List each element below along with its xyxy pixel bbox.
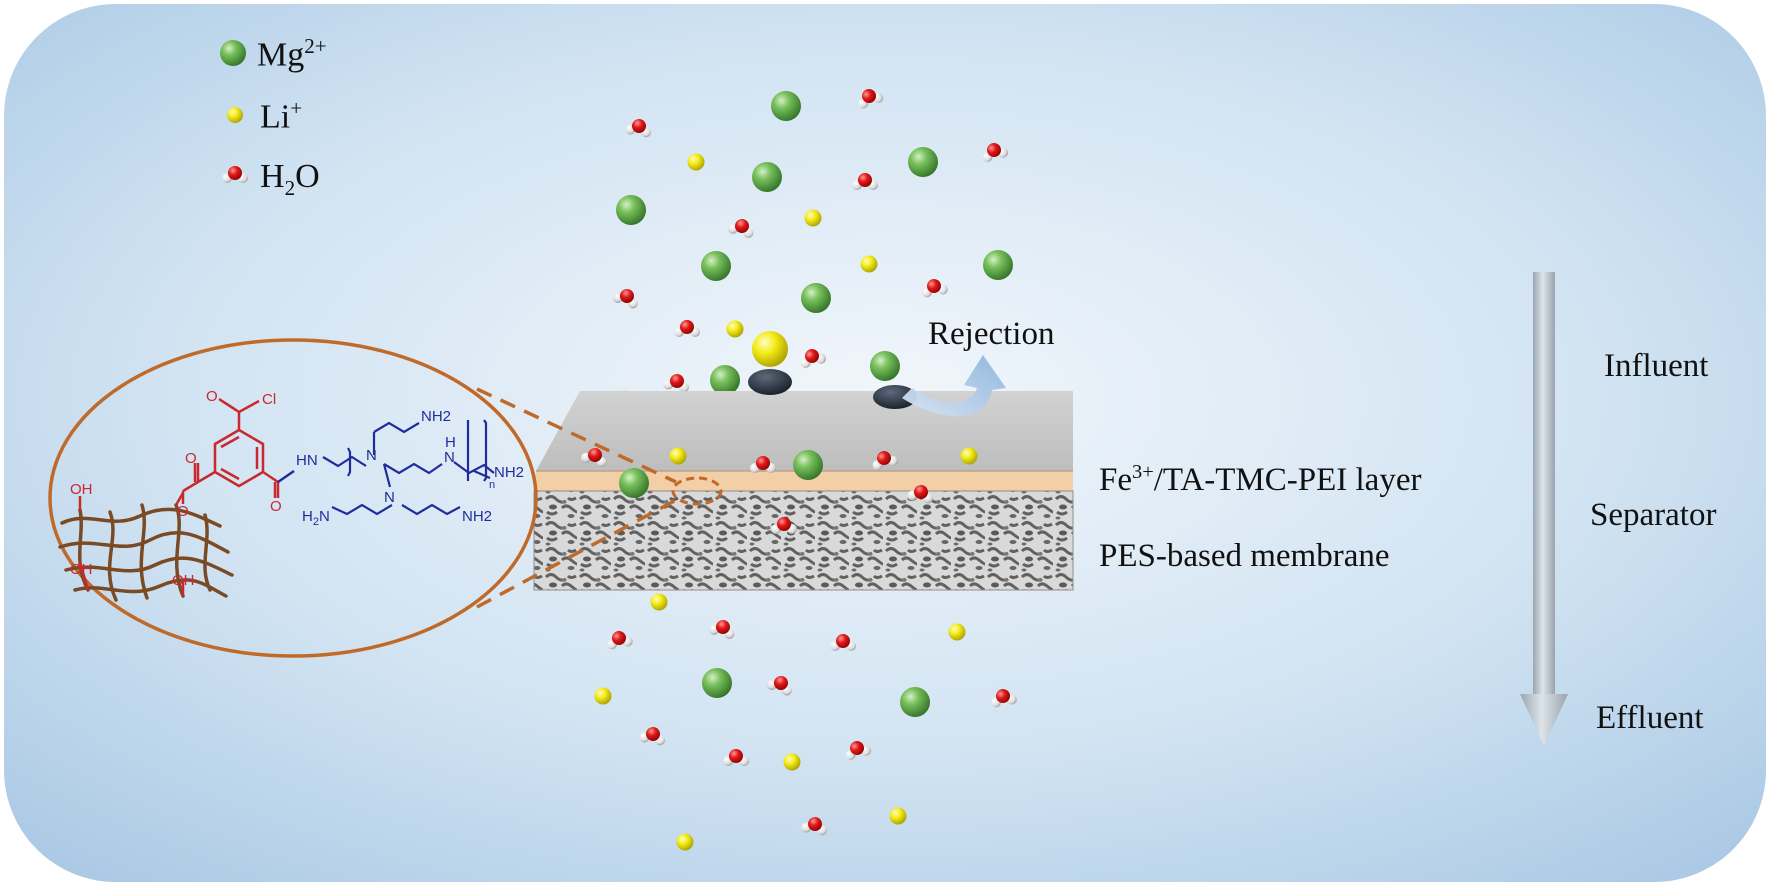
mg-ion	[702, 668, 732, 698]
legend-li-icon	[227, 107, 243, 123]
composite-membrane	[533, 391, 1074, 591]
water-molecule	[872, 451, 899, 470]
water-molecule	[766, 676, 792, 696]
tmc-structure	[181, 397, 280, 504]
label-n-2: N	[384, 489, 395, 506]
pei-structure	[322, 419, 495, 516]
li-ion	[948, 623, 966, 641]
label-hn: HN	[296, 452, 318, 469]
water-molecule	[663, 374, 690, 393]
li-ion	[804, 209, 822, 227]
li-ion	[783, 753, 801, 771]
water-molecule	[830, 634, 856, 651]
water-molecule	[852, 173, 878, 190]
separator-label: Separator	[1590, 497, 1717, 533]
tannic-acid-network	[58, 503, 234, 602]
legend-icons	[220, 40, 248, 183]
label-repeat-n: n	[489, 479, 495, 491]
label-h2n: H2N	[302, 508, 330, 528]
water-molecule	[750, 456, 776, 473]
water-molecule	[723, 749, 749, 766]
ions-permeate-side	[580, 447, 1017, 851]
effluent-label: Effluent	[1596, 700, 1704, 736]
li-ion	[889, 807, 907, 825]
legend-li-label: Li+	[260, 96, 303, 136]
water-molecule	[625, 119, 652, 138]
mg-ion	[801, 283, 831, 313]
water-molecule	[907, 485, 934, 504]
water-molecule	[727, 219, 754, 238]
water-molecule	[639, 727, 666, 746]
label-o-2: O	[185, 450, 197, 467]
magnified-structure-callout	[48, 338, 723, 658]
water-molecule	[708, 620, 735, 639]
mg-ion	[908, 147, 938, 177]
label-cl: Cl	[262, 391, 276, 408]
li-ion	[860, 255, 878, 273]
mg-ion	[619, 468, 649, 498]
li-ion	[726, 320, 744, 338]
legend-water-icon	[222, 166, 248, 183]
porous-support-layer	[534, 491, 1073, 590]
rejection-label: Rejection	[928, 316, 1055, 352]
water-molecule	[674, 320, 700, 337]
li-ion	[650, 593, 668, 611]
li-ion	[669, 447, 687, 465]
selective-layer-stripe	[534, 471, 1073, 491]
water-molecule	[982, 143, 1009, 162]
water-molecule	[612, 289, 638, 309]
magnifier-ellipse	[48, 338, 538, 658]
li-ion	[960, 447, 978, 465]
rejected-ions	[748, 331, 917, 409]
structure-labels: Cl O O O O HN N N N H NH2 NH2 H2N NH2 n …	[70, 388, 524, 589]
water-molecule	[580, 448, 607, 467]
support-layer-label: PES-based membrane	[1099, 538, 1390, 574]
label-h: H	[445, 434, 456, 451]
mg-ion	[616, 195, 646, 225]
mg-ion	[701, 251, 731, 281]
label-oh-1: OH	[70, 481, 93, 498]
mg-ion	[983, 250, 1013, 280]
li-ion	[687, 153, 705, 171]
mg-ion	[710, 365, 740, 395]
label-n-3: N	[444, 449, 455, 466]
label-h2n-sub: 2	[313, 516, 319, 528]
label-oh-2: OH	[70, 561, 93, 578]
legend-water-label: H2O	[260, 158, 320, 200]
label-oh-3: OH	[172, 572, 195, 589]
rejection-arrow	[902, 355, 1006, 417]
label-o-3: O	[177, 503, 189, 520]
membrane-spot-circle	[671, 476, 723, 506]
mg-ion	[900, 687, 930, 717]
label-o-4: O	[270, 498, 282, 515]
label-o-1: O	[206, 388, 218, 405]
li-ion-large	[752, 331, 788, 367]
mg-ion	[793, 450, 823, 480]
legend-mg-label: Mg2+	[257, 34, 327, 74]
li-ion	[676, 833, 694, 851]
label-n-1: N	[366, 447, 377, 464]
influent-label: Influent	[1604, 348, 1709, 384]
selective-layer-label: Fe3+/TA-TMC-PEI layer	[1099, 461, 1422, 498]
water-molecule	[921, 279, 948, 298]
legend-mg-icon	[220, 40, 246, 66]
water-molecule	[800, 349, 827, 368]
mg-ion-rejected	[870, 351, 900, 381]
mg-ion	[752, 162, 782, 192]
water-molecule	[858, 89, 884, 109]
water-molecule	[771, 517, 797, 534]
flow-direction-arrow	[1520, 272, 1568, 746]
water-molecule	[845, 741, 872, 760]
water-molecule	[606, 631, 633, 650]
label-nh2-3: NH2	[462, 508, 492, 525]
water-molecule	[801, 817, 828, 836]
label-nh2-2: NH2	[494, 464, 524, 481]
li-ion	[594, 687, 612, 705]
mg-ion	[771, 91, 801, 121]
label-nh2-1: NH2	[421, 408, 451, 425]
water-molecule	[990, 689, 1017, 708]
